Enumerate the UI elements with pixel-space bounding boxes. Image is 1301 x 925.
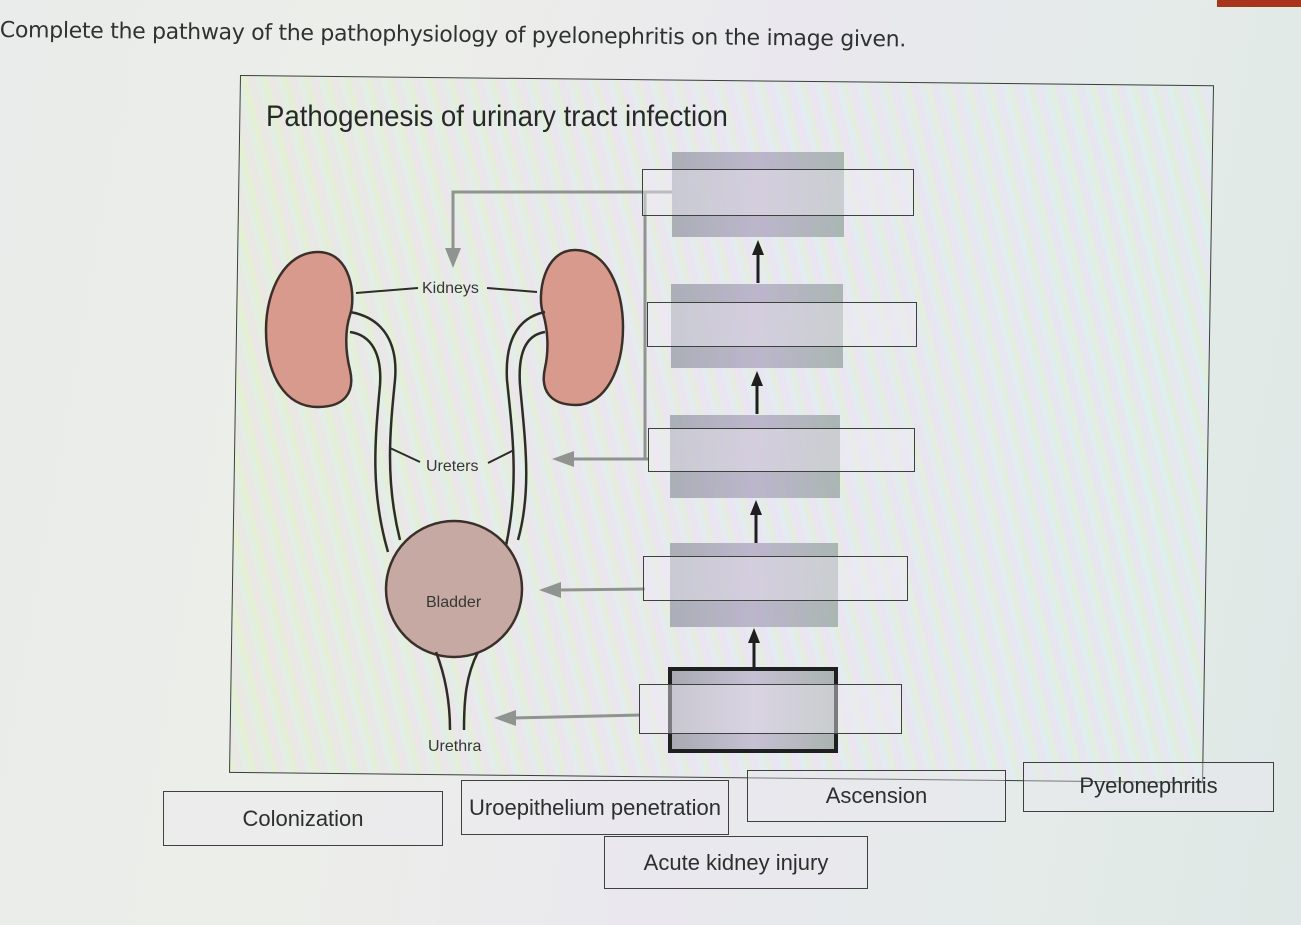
drop-zone-step-4[interactable] [647, 302, 917, 347]
drop-zone-step-5[interactable] [642, 169, 914, 216]
choice-ascension[interactable]: Ascension [747, 770, 1006, 822]
label-urethra: Urethra [428, 738, 482, 755]
choice-acute-kidney-injury[interactable]: Acute kidney injury [604, 836, 868, 889]
pathway-step-box-2 [670, 543, 838, 627]
drop-zone-step-2[interactable] [643, 556, 908, 601]
arrow-left-ureters-icon [552, 451, 574, 467]
arrow-left-urethra-icon [494, 710, 516, 726]
label-bladder: Bladder [426, 594, 482, 611]
arrow-up-icon [751, 371, 763, 386]
arrow-down-to-kidneys-icon [445, 248, 461, 268]
label-ureters: Ureters [426, 458, 479, 475]
left-kidney-icon [264, 250, 354, 409]
right-kidney-icon [539, 248, 625, 407]
choice-uroepithelium-penetration[interactable]: Uroepithelium penetration [461, 780, 729, 835]
pathway-step-box-5 [672, 152, 844, 237]
corner-accent-bar [1217, 0, 1301, 7]
drop-zone-step-3[interactable] [648, 428, 915, 472]
drop-zone-step-1[interactable] [639, 684, 902, 734]
right-ureter-icon [503, 310, 546, 551]
arrow-up-icon [752, 240, 764, 255]
urethra-icon [434, 651, 480, 731]
arrow-up-icon [750, 500, 762, 515]
figure-title: Pathogenesis of urinary tract infection [266, 100, 728, 133]
pathway-connector [451, 190, 672, 460]
label-kidneys: Kidneys [422, 280, 479, 297]
arrow-up-icon [748, 628, 760, 643]
left-ureter-icon [349, 310, 402, 553]
pathway-step-box-1 [668, 667, 838, 753]
bladder-icon [384, 519, 524, 659]
choice-colonization[interactable]: Colonization [163, 791, 443, 846]
pathway-step-box-4 [671, 284, 843, 368]
choice-pyelonephritis[interactable]: Pyelonephritis [1023, 762, 1274, 812]
arrow-left-bladder-icon [539, 582, 561, 598]
